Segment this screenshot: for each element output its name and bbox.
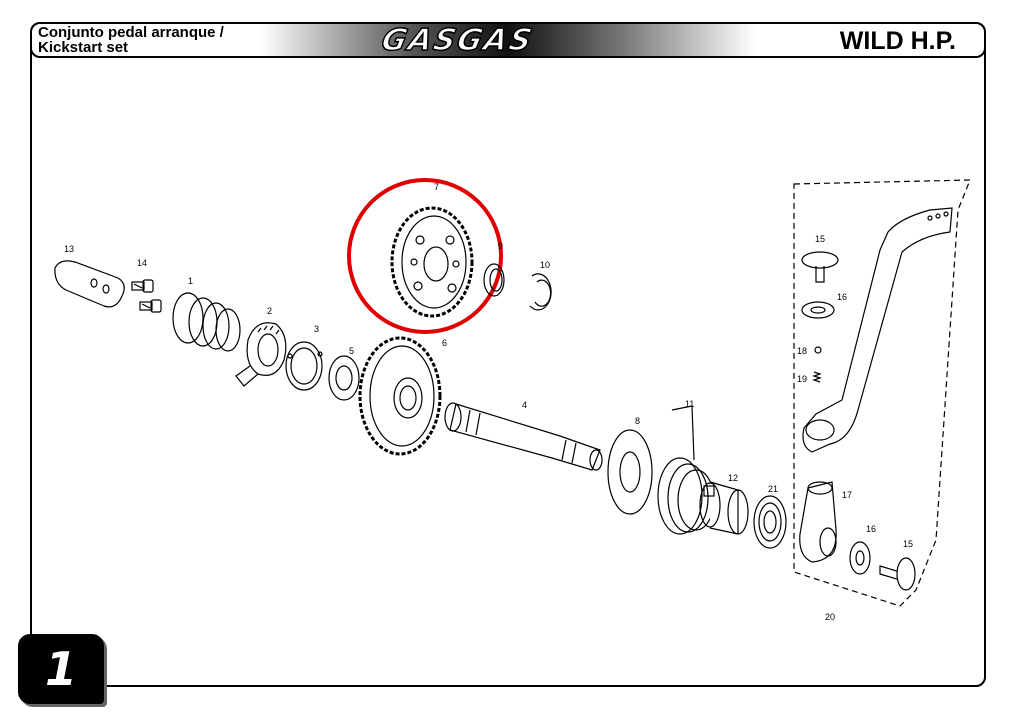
part-12-bushing[interactable]: [699, 481, 749, 535]
label-16-top: 16: [837, 292, 847, 302]
label-15-top: 15: [815, 234, 825, 244]
part-7-gear[interactable]: [390, 206, 474, 318]
label-15-bottom: 15: [903, 539, 913, 549]
model-name: WILD H.P.: [839, 27, 956, 55]
page-number: 1: [44, 642, 77, 696]
label-19: 19: [797, 374, 807, 384]
label-9: 9: [498, 241, 503, 251]
label-2: 2: [267, 306, 272, 316]
part-18-ball[interactable]: [814, 346, 822, 354]
label-13: 13: [64, 244, 74, 254]
part-14-bolts[interactable]: [131, 279, 162, 313]
part-11-spring[interactable]: [657, 405, 715, 535]
part-4-shaft[interactable]: [444, 402, 603, 471]
label-5: 5: [349, 346, 354, 356]
part-5-washer[interactable]: [328, 355, 360, 401]
label-20: 20: [825, 612, 835, 622]
part-1-spring[interactable]: [172, 292, 241, 352]
label-12: 12: [728, 473, 738, 483]
part-labels: 13 14 1 2 3 5 6 7 9 10 4 8 11 12 21 15 1…: [64, 182, 913, 622]
part-17-pivot[interactable]: [799, 481, 837, 563]
title-line-spanish: Conjunto pedal arranque /: [38, 24, 224, 41]
page-frame: [30, 22, 986, 687]
highlight-circle: [347, 178, 503, 334]
title-line-english: Kickstart set: [38, 39, 129, 56]
section-title: Conjunto pedal arranque / Kickstart set: [38, 25, 224, 55]
part-6-gear[interactable]: [358, 336, 442, 456]
part-10-circlip[interactable]: [529, 273, 552, 311]
label-3: 3: [314, 324, 319, 334]
label-11: 11: [685, 399, 694, 409]
label-1: 1: [188, 276, 193, 286]
label-21: 21: [768, 484, 778, 494]
part-20-group-box: [793, 179, 971, 607]
label-16-bottom: 16: [866, 524, 876, 534]
part-13-plate[interactable]: [54, 260, 125, 308]
label-18: 18: [797, 346, 807, 356]
part-15-screw-top[interactable]: [801, 251, 839, 283]
part-16-washer-bottom[interactable]: [849, 541, 871, 575]
page-number-tab: 1: [18, 634, 104, 704]
label-10: 10: [540, 260, 550, 270]
label-7: 7: [434, 182, 439, 192]
kick-lever-arm[interactable]: [802, 207, 953, 453]
label-14: 14: [137, 258, 147, 268]
label-6: 6: [442, 338, 447, 348]
part-2-ratchet[interactable]: [235, 322, 287, 387]
part-21-seal[interactable]: [753, 495, 787, 549]
label-8: 8: [635, 416, 640, 426]
part-3-clip[interactable]: [285, 341, 323, 391]
part-9-ring[interactable]: [483, 263, 505, 297]
label-4: 4: [522, 400, 527, 410]
part-16-washer-top[interactable]: [801, 301, 835, 319]
header-bar: Conjunto pedal arranque / Kickstart set …: [30, 22, 986, 58]
part-15-screw-bottom[interactable]: [879, 557, 916, 591]
part-19-spring[interactable]: [812, 371, 822, 383]
label-17: 17: [842, 490, 852, 500]
part-8-washer[interactable]: [607, 429, 653, 515]
